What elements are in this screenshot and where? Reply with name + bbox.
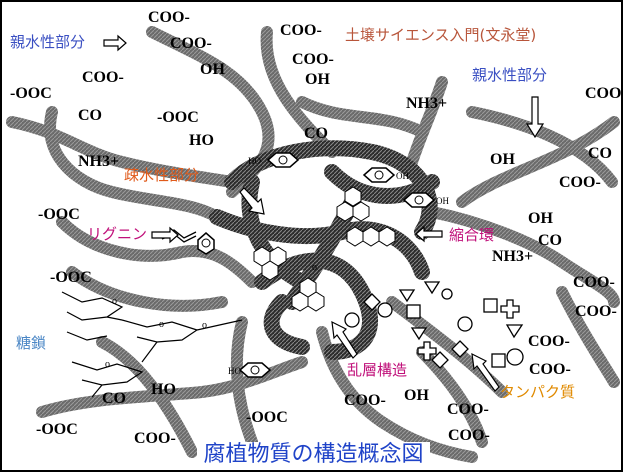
strand	[466, 106, 618, 188]
protein-shapes	[344, 281, 524, 369]
disordered-layer-label: 乱層構造	[347, 361, 407, 379]
functional-group-label: COO-	[528, 333, 570, 350]
arrow-left-icon	[415, 225, 443, 243]
sugar-chain-label: 糖鎖	[16, 334, 46, 352]
strand	[66, 266, 228, 312]
functional-group-label: OH	[404, 387, 429, 404]
strand	[456, 116, 620, 208]
sugar-o-label: o	[112, 296, 117, 307]
hydrophobic-label: 疎水性部分	[124, 166, 199, 184]
functional-group-label: COO-	[447, 401, 489, 418]
strand	[316, 326, 478, 463]
functional-group-label: NH3+	[78, 153, 119, 170]
lignin-label: リグニン	[87, 225, 147, 243]
arrow-down-right-icon	[239, 187, 265, 215]
ring-oh-label: OH	[396, 171, 409, 181]
strand	[44, 106, 223, 223]
strand	[56, 216, 258, 288]
functional-group-label: HO	[151, 381, 176, 398]
functional-group-label: OH	[528, 210, 553, 227]
strand	[254, 252, 379, 360]
phenol-rings	[197, 152, 436, 378]
functional-group-label: CO	[102, 390, 126, 407]
functional-group-label: -OOC	[50, 269, 92, 286]
functional-group-label: COO-	[575, 303, 617, 320]
sugar-o-label: o	[312, 262, 317, 273]
functional-group-label: COO-	[280, 22, 322, 39]
functional-group-label: COO-	[82, 69, 124, 86]
strand	[296, 96, 428, 138]
functional-group-label: CO	[588, 145, 612, 162]
functional-group-label: CO	[538, 232, 562, 249]
functional-group-label: NH3+	[406, 95, 447, 112]
functional-group-label: NH3+	[492, 248, 533, 265]
sugar-chain	[61, 291, 243, 398]
arrow-right-icon	[103, 34, 127, 52]
pointer-arrows	[103, 34, 545, 392]
sugar-o-label: o	[105, 359, 110, 370]
functional-group-label: COO-	[292, 51, 334, 68]
functional-group-label: -OOC	[38, 206, 80, 223]
functional-group-label: OH	[305, 71, 330, 88]
strand	[36, 356, 308, 418]
functional-group-label: COO-	[344, 392, 386, 409]
figure-title: 腐植物質の構造概念図	[2, 440, 621, 470]
functional-group-label: COO	[585, 85, 621, 102]
strand	[230, 316, 258, 448]
grey-strands	[6, 26, 620, 463]
functional-group-label: COO-	[148, 9, 190, 26]
strand	[96, 336, 198, 458]
functional-group-label: COO-	[559, 174, 601, 191]
strand	[556, 286, 620, 388]
arrow-up-left-icon	[471, 352, 500, 392]
ring-ho-label: HO	[228, 366, 241, 376]
sugar-o-label: o	[159, 319, 164, 330]
figure-title-text: 腐植物質の構造概念図	[197, 442, 430, 467]
functional-group-label: COO-	[529, 361, 571, 378]
protein-label: タンパク質	[500, 383, 575, 401]
functional-group-label: CO	[78, 107, 102, 124]
ring-oh-label: OH	[436, 196, 449, 206]
strand	[426, 206, 620, 308]
functional-group-label: -OOC	[36, 421, 78, 438]
credit-label: 土壌サイエンス入門(文永堂)	[345, 26, 536, 44]
ring-ho-label: HO	[248, 156, 261, 166]
functional-group-label: -OOC	[157, 109, 199, 126]
functional-group-label: COO-	[573, 274, 615, 291]
strand	[416, 346, 488, 448]
arrow-right-icon	[151, 226, 179, 244]
functional-group-label: -OOC	[246, 409, 288, 426]
arrow-down-icon	[525, 96, 545, 139]
sugar-o-label: o	[202, 320, 207, 331]
functional-group-label: OH	[490, 151, 515, 168]
condensed-rings	[253, 186, 396, 312]
hydrophilic-label: 親水性部分	[10, 33, 85, 51]
strand	[263, 294, 310, 355]
functional-group-label: CO	[304, 125, 328, 142]
functional-group-label: HO	[189, 132, 214, 149]
strand	[406, 76, 448, 168]
condensed-ring-label: 縮合環	[449, 226, 494, 244]
functional-group-label: -OOC	[10, 85, 52, 102]
strand	[324, 164, 440, 204]
functional-group-label: COO-	[134, 430, 176, 447]
arrow-up-left-icon	[331, 320, 358, 359]
functional-group-label: COO-	[448, 427, 490, 444]
functional-group-label: COO-	[170, 35, 212, 52]
hydrophilic-label: 親水性部分	[472, 66, 547, 84]
functional-group-label: OH	[200, 61, 225, 78]
